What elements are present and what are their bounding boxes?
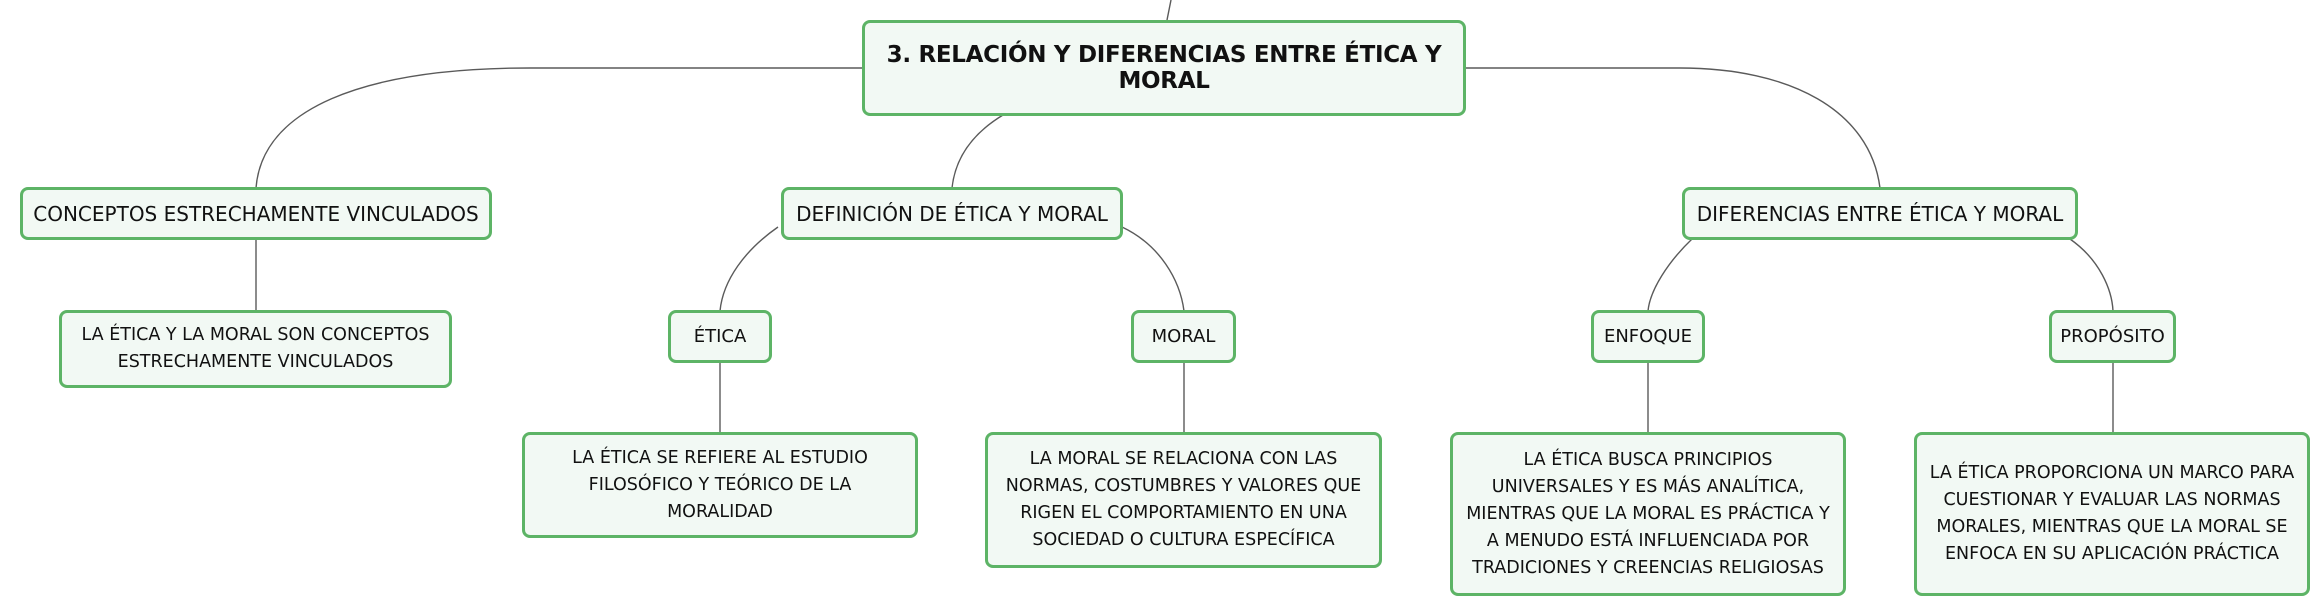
leaf-moral-definicion[interactable]: LA MORAL SE RELACIONA CON LAS NORMAS, CO…: [985, 432, 1382, 568]
subtopic-enfoque-label: ENFOQUE: [1603, 326, 1693, 347]
connector-parent-root: [1166, 0, 1172, 21]
leaf-etica-text: LA ÉTICA SE REFIERE AL ESTUDIO FILOSÓFIC…: [572, 447, 868, 522]
leaf-moral-text: LA MORAL SE RELACIONA CON LAS NORMAS, CO…: [1005, 449, 1362, 550]
topic-conceptos-label: CONCEPTOS ESTRECHAMENTE VINCULADOS: [33, 201, 479, 226]
root-topic-label: 3. RELACIÓN Y DIFERENCIAS ENTRE ÉTICA Y …: [886, 42, 1442, 94]
leaf-conceptos-vinculados[interactable]: LA ÉTICA Y LA MORAL SON CONCEPTOS ESTREC…: [59, 310, 452, 388]
leaf-conceptos-text: LA ÉTICA Y LA MORAL SON CONCEPTOS ESTREC…: [81, 325, 430, 372]
subtopic-proposito[interactable]: PROPÓSITO: [2049, 310, 2176, 363]
topic-definicion-etica-moral[interactable]: DEFINICIÓN DE ÉTICA Y MORAL: [781, 187, 1123, 240]
connector-diferencias-proposito: [2069, 238, 2114, 312]
leaf-proposito[interactable]: LA ÉTICA PROPORCIONA UN MARCO PARA CUEST…: [1914, 432, 2310, 596]
subtopic-etica-label: ÉTICA: [693, 326, 747, 347]
leaf-enfoque[interactable]: LA ÉTICA BUSCA PRINCIPIOS UNIVERSALES Y …: [1450, 432, 1846, 596]
subtopic-proposito-label: PROPÓSITO: [2060, 326, 2165, 347]
leaf-enfoque-text: LA ÉTICA BUSCA PRINCIPIOS UNIVERSALES Y …: [1466, 449, 1830, 578]
connector-diferencias-enfoque: [1647, 238, 1693, 312]
root-topic-node[interactable]: 3. RELACIÓN Y DIFERENCIAS ENTRE ÉTICA Y …: [862, 20, 1466, 116]
topic-diferencias-label: DIFERENCIAS ENTRE ÉTICA Y MORAL: [1696, 201, 2064, 226]
topic-conceptos-vinculados[interactable]: CONCEPTOS ESTRECHAMENTE VINCULADOS: [20, 187, 492, 240]
subtopic-moral[interactable]: MORAL: [1131, 310, 1236, 363]
connector-definicion-moral: [1121, 226, 1185, 312]
connector-root-definicion: [951, 114, 1004, 189]
connector-root-diferencias: [1466, 67, 1881, 189]
subtopic-etica[interactable]: ÉTICA: [668, 310, 772, 363]
subtopic-moral-label: MORAL: [1151, 326, 1216, 347]
connector-definicion-etica: [719, 226, 779, 312]
connector-root-conceptos: [255, 67, 862, 189]
leaf-etica-definicion[interactable]: LA ÉTICA SE REFIERE AL ESTUDIO FILOSÓFIC…: [522, 432, 918, 538]
topic-diferencias-etica-moral[interactable]: DIFERENCIAS ENTRE ÉTICA Y MORAL: [1682, 187, 2078, 240]
subtopic-enfoque[interactable]: ENFOQUE: [1591, 310, 1705, 363]
leaf-proposito-text: LA ÉTICA PROPORCIONA UN MARCO PARA CUEST…: [1929, 463, 2295, 564]
topic-definicion-label: DEFINICIÓN DE ÉTICA Y MORAL: [796, 201, 1108, 226]
